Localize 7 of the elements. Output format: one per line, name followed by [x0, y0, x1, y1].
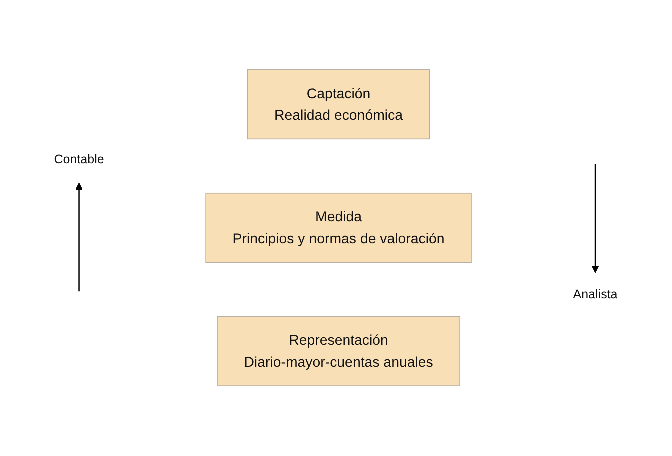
arrow	[76, 182, 83, 292]
node-text: Contable	[54, 152, 104, 167]
arrow	[592, 164, 600, 274]
node-text: Analista	[573, 288, 618, 302]
node-box	[217, 316, 460, 386]
node-box	[206, 192, 472, 264]
node-box	[247, 70, 430, 140]
